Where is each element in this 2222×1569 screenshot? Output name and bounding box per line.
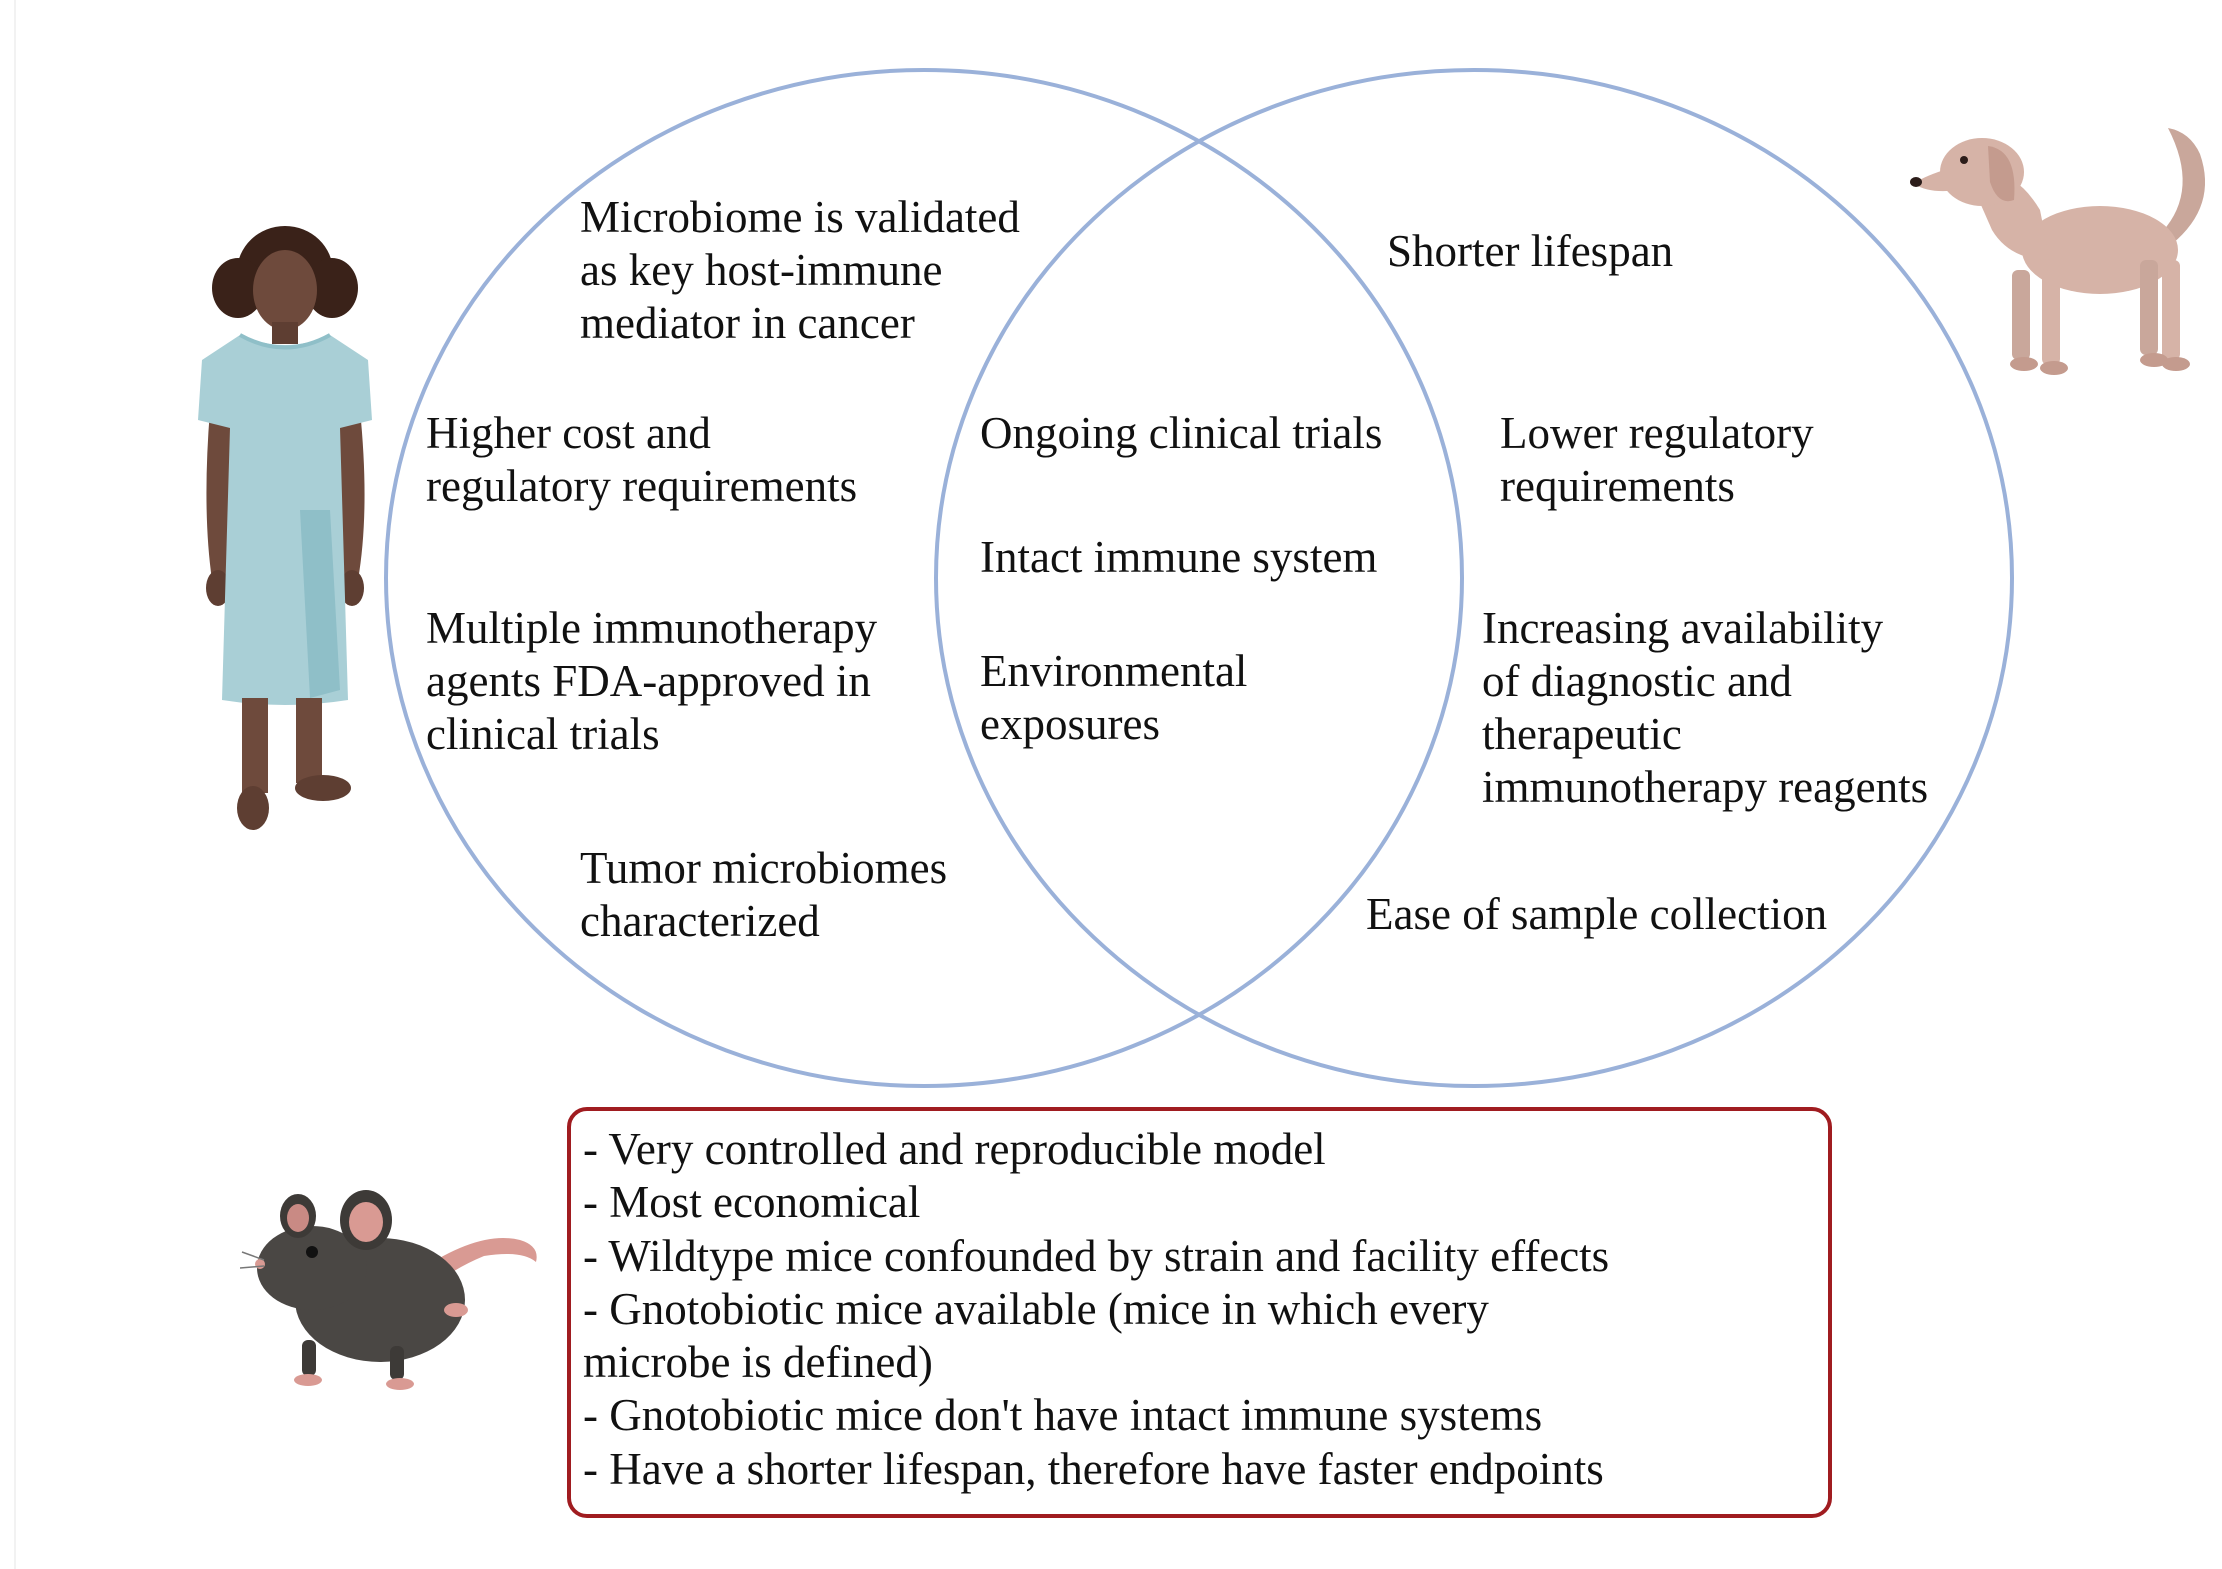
- dog-circle: [934, 68, 2014, 1088]
- page-edge-rule: [14, 0, 16, 1569]
- human-higher-cost-text: Higher cost and regulatory requirements: [426, 408, 858, 511]
- dog-shorter-lifespan-text: Shorter lifespan: [1387, 226, 1674, 276]
- mouse-icon: [240, 1190, 537, 1390]
- shared-immune-system-text: Intact immune system: [980, 532, 1378, 582]
- mouse-point: - Very controlled and reproducible model: [583, 1124, 1326, 1174]
- mouse-point: - Gnotobiotic mice available (mice in wh…: [583, 1283, 1489, 1334]
- mouse-point: - Wildtype mice confounded by strain and…: [583, 1230, 1610, 1281]
- human-circle: [384, 68, 1464, 1088]
- shared-environmental-exposures-text: Environmental exposures: [980, 646, 1248, 749]
- human-patient-icon: [198, 226, 372, 830]
- mouse-point: - Gnotobiotic mice don't have intact imm…: [583, 1390, 1543, 1441]
- mouse-point: - Most economical: [583, 1177, 921, 1228]
- dog-sample-collection-text: Ease of sample collection: [1366, 889, 1828, 939]
- dog-lower-regulatory-text: Lower regulatory requirements: [1500, 408, 1814, 511]
- human-immunotherapy-agents-text: Multiple immunotherapy agents FDA-approv…: [426, 603, 878, 759]
- human-tumor-microbiomes-text: Tumor microbiomes characterized: [580, 843, 948, 946]
- dog-reagent-availability-text: Increasing availability of diagnostic an…: [1482, 603, 1929, 812]
- mouse-point: microbe is defined): [583, 1337, 933, 1388]
- shared-clinical-trials-text: Ongoing clinical trials: [980, 408, 1383, 458]
- human-microbiome-validated-text: Microbiome is validated as key host-immu…: [580, 192, 1020, 348]
- dog-icon: [1910, 128, 2206, 375]
- mouse-point: - Have a shorter lifespan, therefore hav…: [583, 1443, 1604, 1494]
- mouse-model-list: - Very controlled and reproducible model…: [583, 1123, 1609, 1496]
- mouse-model-box: - Very controlled and reproducible model…: [567, 1107, 1832, 1518]
